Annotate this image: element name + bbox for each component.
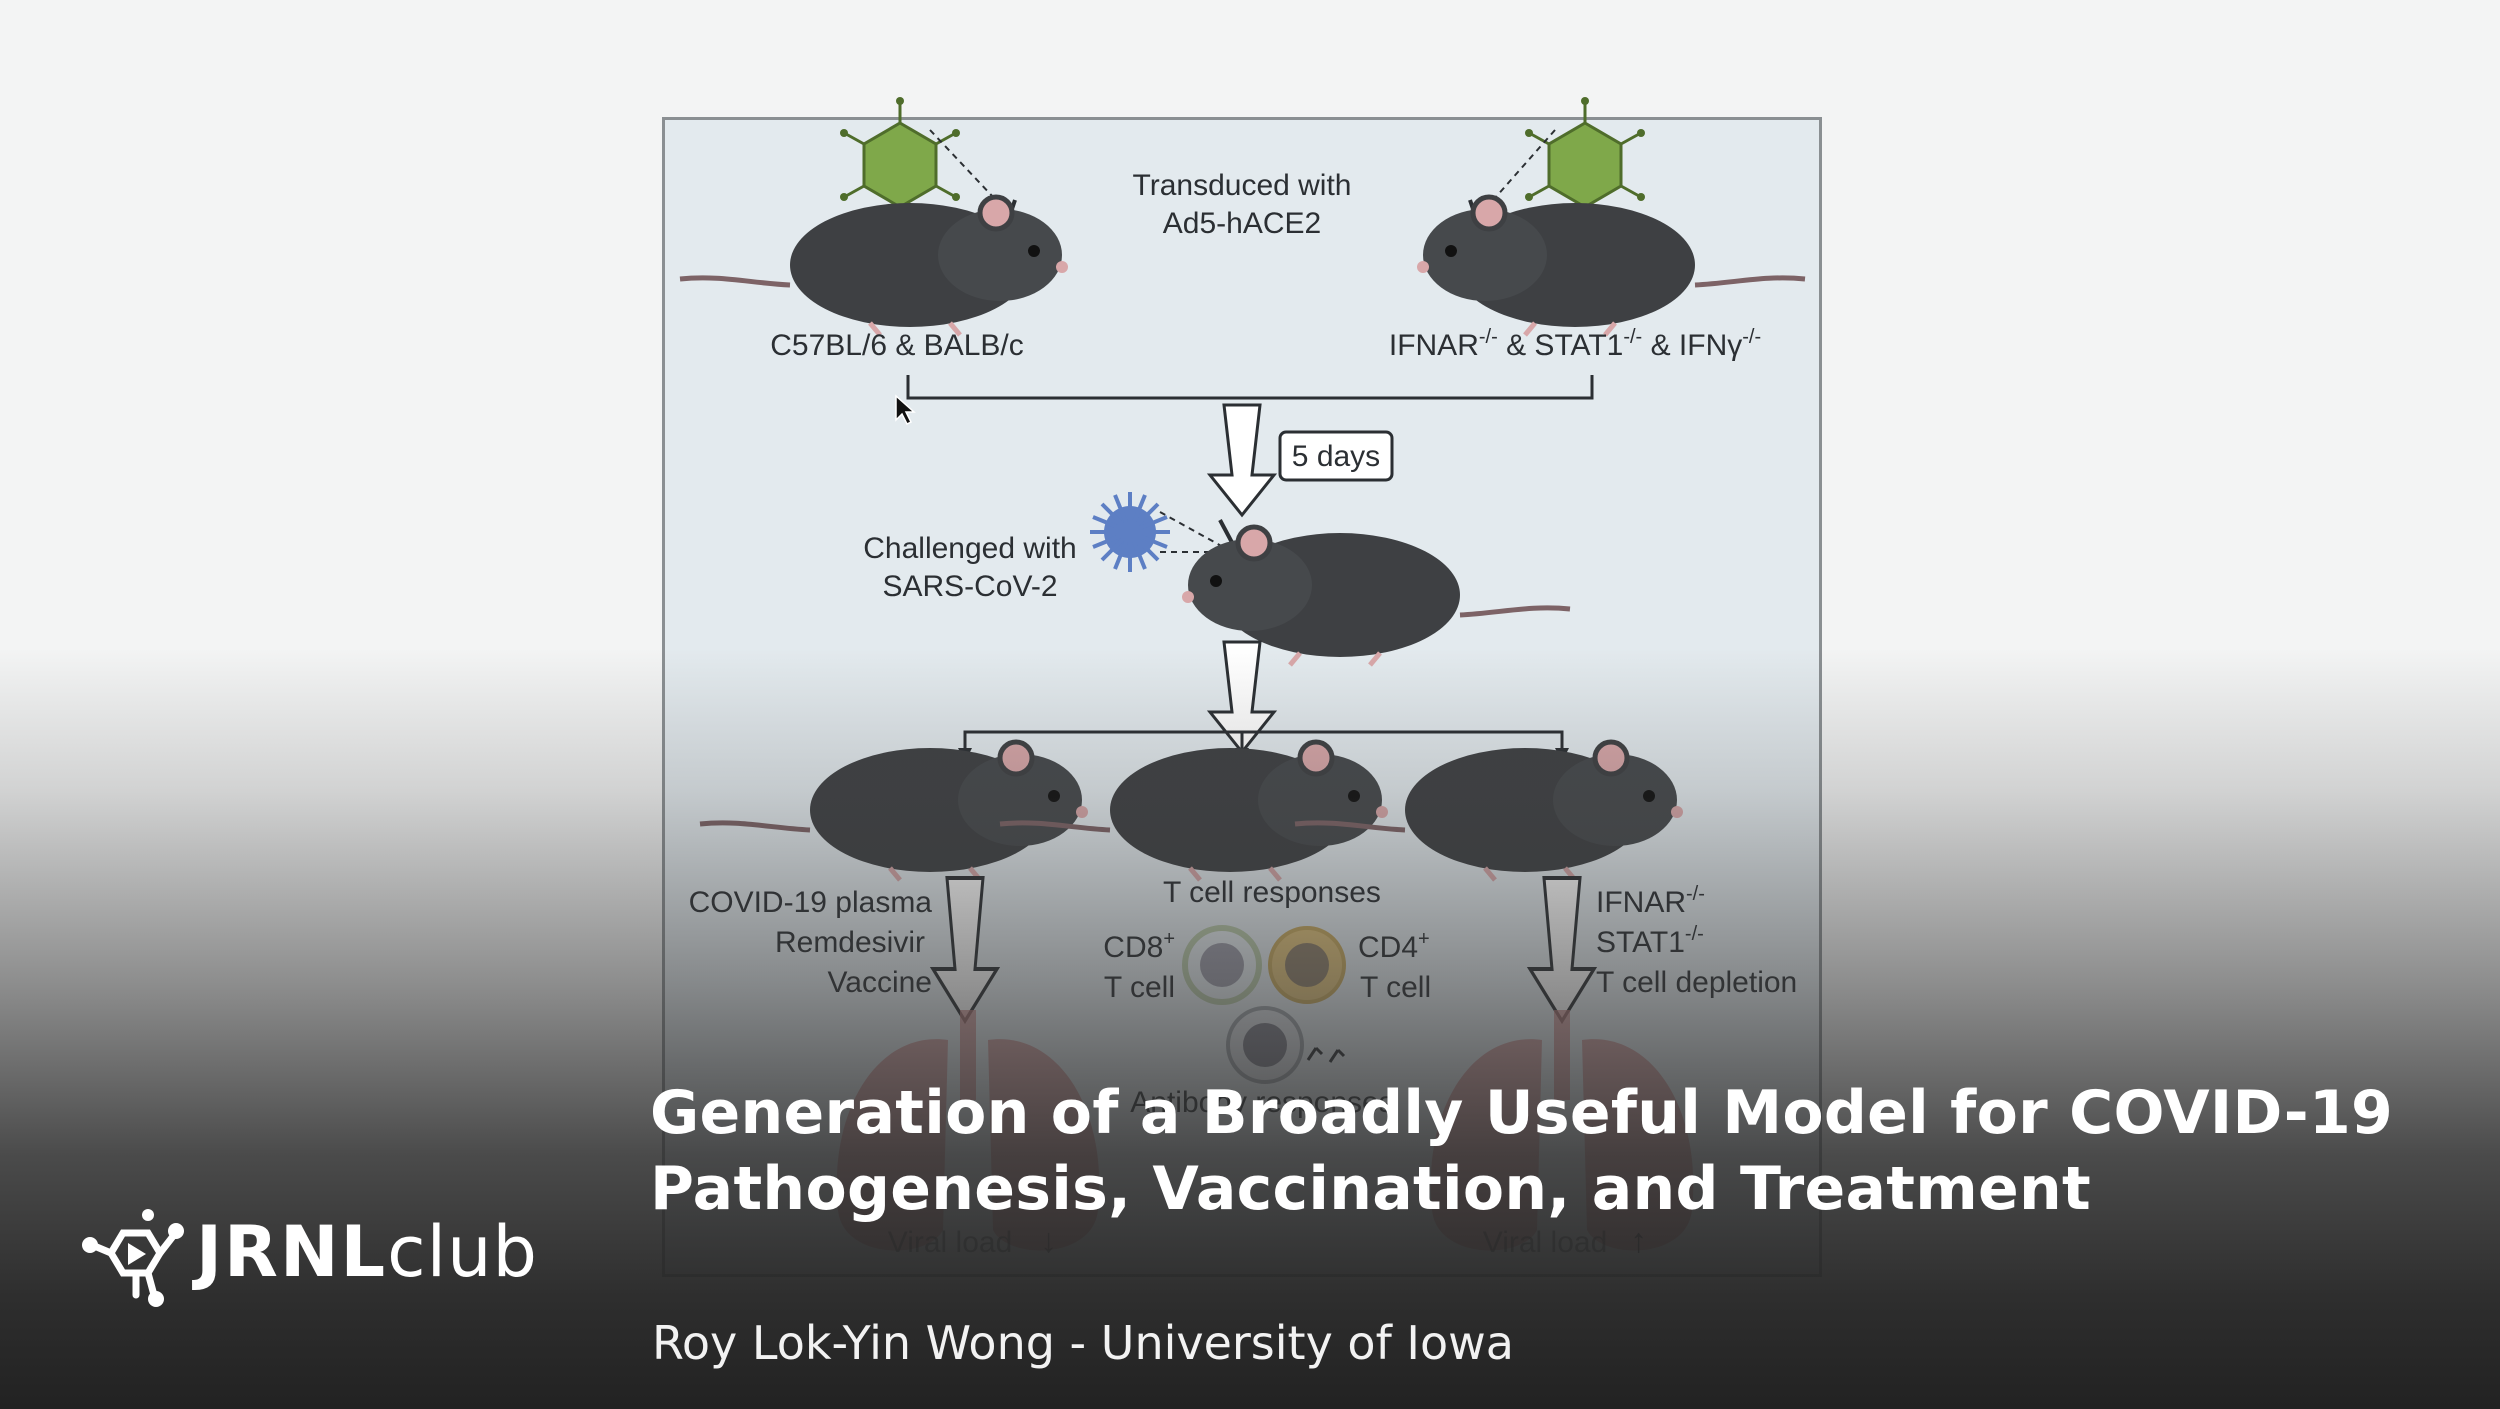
- brand-wordmark: JRNLclub: [196, 1211, 538, 1293]
- cd4-sub-label: T cell: [1360, 971, 1431, 1004]
- mouse-treatment-icon: [700, 742, 1088, 880]
- tcell-responses-title: T cell responses: [1163, 876, 1381, 909]
- challenge-line1: Challenged with: [863, 532, 1076, 565]
- strain-left-label: C57BL/6 & BALB/c: [770, 329, 1023, 362]
- transduced-line1: Transduced with: [1133, 169, 1352, 202]
- mouse-cursor-icon: [895, 394, 916, 426]
- slide-title: Generation of a Broadly Useful Model for…: [650, 1075, 2450, 1227]
- days-label: 5 days: [1292, 440, 1380, 473]
- viral-load-right: Viral load: [1483, 1226, 1608, 1259]
- jrnlclub-logo: JRNLclub: [78, 1205, 538, 1315]
- split-bracket: [963, 730, 1564, 752]
- treatment-remdesivir: Remdesivir: [775, 926, 925, 959]
- viral-load-up-arrow: ↑: [1630, 1222, 1647, 1260]
- treatment-vaccine: Vaccine: [827, 966, 932, 999]
- factor-stat1: STAT1-/-: [1596, 923, 1704, 959]
- viral-load-left: Viral load: [888, 1226, 1013, 1259]
- viral-load-down-arrow: ↓: [1040, 1222, 1057, 1260]
- presenter-byline: Roy Lok-Yin Wong - University of Iowa: [652, 1316, 1514, 1370]
- slide-title-line2: Pathogenesis, Vaccination, and Treatment: [650, 1154, 2092, 1224]
- challenge-line2: SARS-CoV-2: [882, 570, 1057, 603]
- treatment-plasma: COVID-19 plasma: [689, 886, 933, 919]
- cd8-label: CD8+: [1103, 928, 1175, 964]
- molecule-logo-icon: [82, 1209, 184, 1307]
- antibody-icon: [1306, 1046, 1346, 1063]
- strain-right-label: IFNAR-/- & STAT1-/- & IFNγ-/-: [1389, 326, 1761, 362]
- sars-cov-2-virus-icon: [1090, 492, 1170, 572]
- slide-title-line1: Generation of a Broadly Useful Model for…: [650, 1078, 2394, 1148]
- cd4-label: CD4+: [1358, 928, 1430, 964]
- mouse-top-left-icon: [680, 197, 1068, 335]
- down-arrow-1: [1208, 403, 1276, 517]
- cd8-sub-label: T cell: [1104, 971, 1175, 1004]
- transduced-line2: Ad5-hACE2: [1163, 207, 1321, 240]
- factor-tcell-depletion: T cell depletion: [1596, 966, 1797, 999]
- down-arrow-left: [931, 876, 999, 1023]
- down-arrow-right: [1528, 876, 1596, 1023]
- mouse-top-right-icon: [1417, 197, 1805, 335]
- factor-ifnar: IFNAR-/-: [1596, 883, 1705, 919]
- merge-bracket: [906, 375, 1594, 400]
